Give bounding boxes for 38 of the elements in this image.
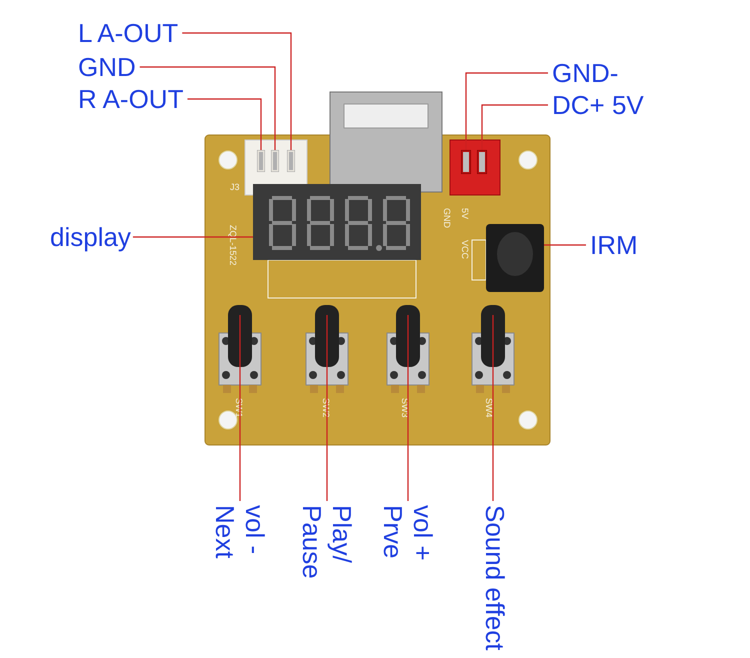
- callout-label: vol + Prve: [378, 505, 438, 585]
- push-button: [470, 305, 516, 393]
- connector-pin: [271, 150, 279, 172]
- push-button: [217, 305, 263, 393]
- leader-line: [140, 66, 276, 150]
- silkscreen-label: J3: [230, 182, 240, 192]
- callout-label: GND-: [552, 58, 618, 88]
- leader-line: [326, 315, 328, 501]
- leader-line: [182, 32, 292, 150]
- callout-label: display: [50, 222, 131, 252]
- silkscreen-label: VCC: [460, 240, 470, 260]
- callout-label: vol - Next: [210, 505, 270, 585]
- callout-label: IRM: [590, 230, 638, 260]
- callout-label: DC+ 5V: [552, 90, 644, 120]
- callout-label: Sound effect: [480, 505, 510, 651]
- connector-pin: [477, 150, 487, 174]
- connector-pin: [461, 150, 471, 174]
- led-display: [253, 184, 421, 260]
- callout-label: L A-OUT: [78, 18, 178, 48]
- ir-receiver: [486, 224, 544, 292]
- silkscreen-label: SW4: [484, 398, 494, 418]
- leader-line: [132, 236, 253, 238]
- callout-label: GND: [78, 52, 136, 82]
- push-button: [304, 305, 350, 393]
- leader-line: [481, 104, 548, 150]
- push-button: [385, 305, 431, 393]
- leader-line: [492, 315, 494, 501]
- silkscreen-label: 5V: [460, 208, 470, 220]
- callout-label: R A-OUT: [78, 84, 184, 114]
- leader-line: [465, 72, 548, 150]
- leader-line: [407, 315, 409, 501]
- connector-pin: [257, 150, 265, 172]
- leader-line: [187, 98, 262, 150]
- connector-pin: [287, 150, 295, 172]
- leader-line: [239, 315, 241, 501]
- leader-line: [544, 244, 586, 246]
- silkscreen-label: GND: [442, 208, 452, 228]
- silkscreen-label: ZQL-1522: [228, 225, 238, 266]
